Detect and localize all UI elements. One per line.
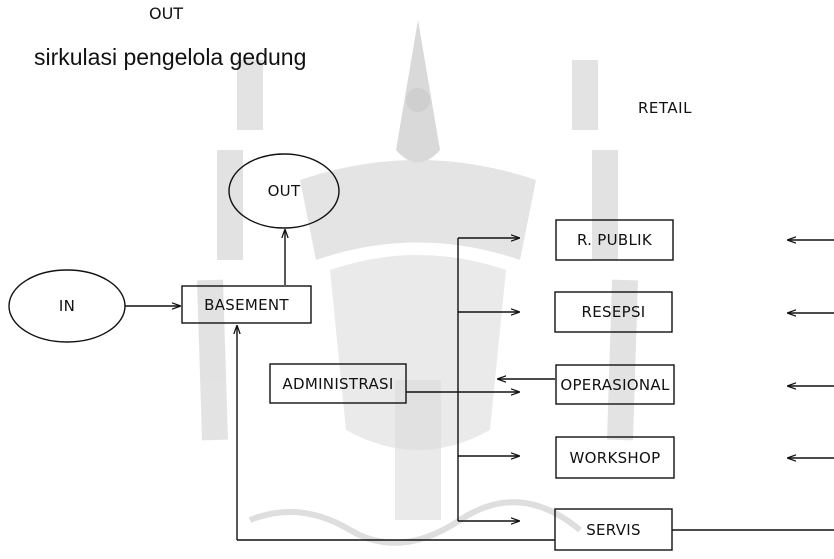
watermark-arabic-script xyxy=(248,499,582,546)
watermark-arc-left-3 xyxy=(197,279,228,441)
diagram-title: sirkulasi pengelola gedung xyxy=(34,44,307,70)
workshop-box xyxy=(555,436,675,479)
watermark-book xyxy=(300,160,536,260)
out-node-shape xyxy=(228,153,340,229)
basement-box xyxy=(181,285,312,324)
r-publik-box xyxy=(555,219,674,261)
r-publik-label: R. PUBLIK xyxy=(576,231,653,249)
workshop-label: WORKSHOP xyxy=(569,448,661,467)
administrasi-label: ADMINISTRASI xyxy=(282,374,394,393)
operasional-box xyxy=(555,364,675,405)
retail-label: RETAIL xyxy=(638,99,692,117)
basement-label: BASEMENT xyxy=(204,295,289,314)
watermark-shield xyxy=(330,255,506,450)
servis-label: SERVIS xyxy=(586,520,641,539)
resepsi-box xyxy=(554,291,673,333)
watermark-arc-right-3 xyxy=(607,279,638,441)
administrasi-box xyxy=(269,363,407,404)
top-out-label: OUT xyxy=(149,4,184,23)
operasional-label: OPERASIONAL xyxy=(560,375,670,394)
in-node-label: IN xyxy=(58,297,76,315)
resepsi-label: RESEPSI xyxy=(581,303,646,321)
watermark-pen-dot xyxy=(406,88,430,112)
out-node-label: OUT xyxy=(267,182,301,200)
watermark-stem xyxy=(395,380,441,520)
